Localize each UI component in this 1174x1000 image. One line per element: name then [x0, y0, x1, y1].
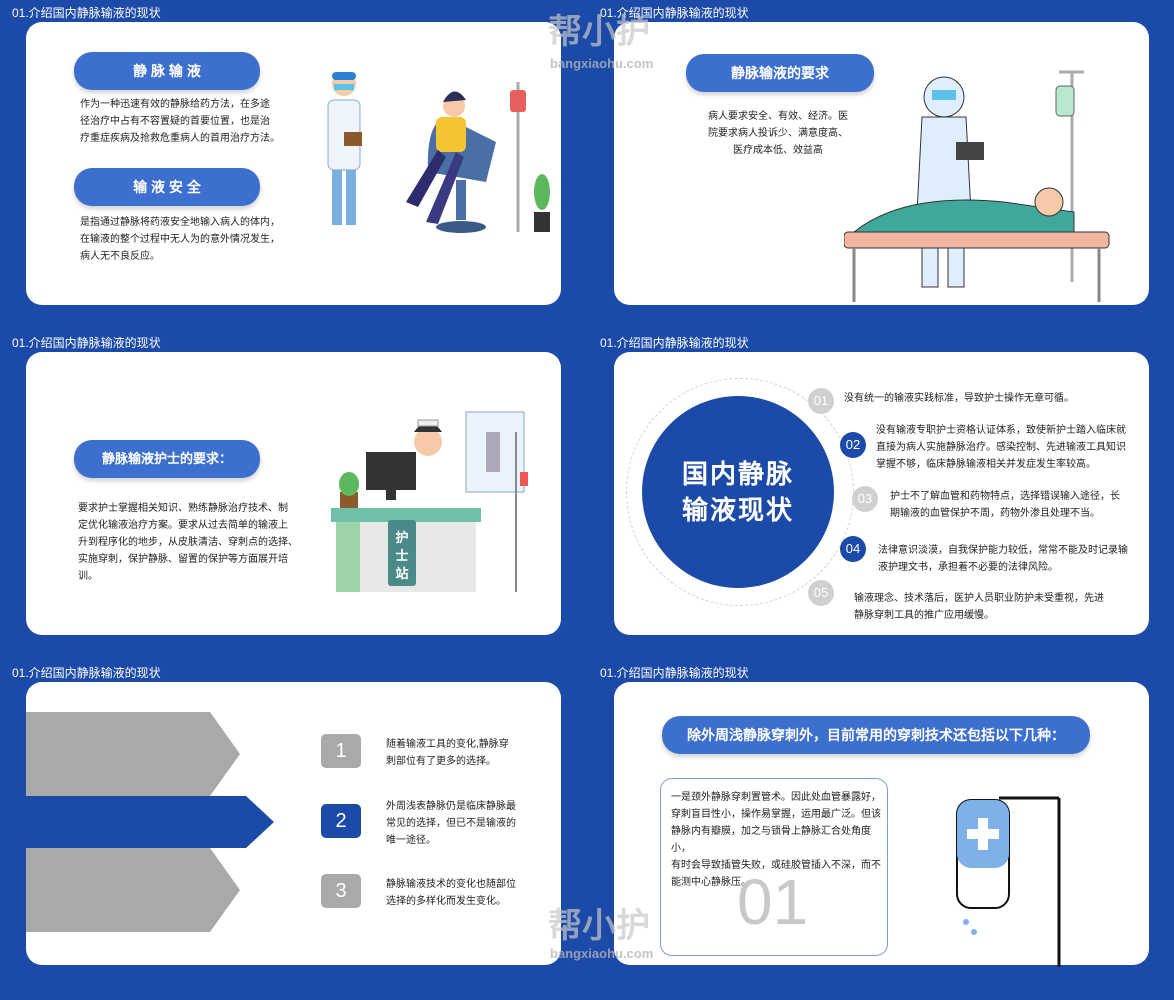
trend-item: 静脉输液技术的变化也随部位选择的多样化而发生变化。: [386, 879, 516, 907]
status-circle: 国内静脉 输液现状: [642, 396, 834, 588]
item-number: 05: [808, 580, 834, 606]
watermark-top: 帮小护: [548, 13, 650, 51]
status-item: 没有统一的输液实践标准，导致护士操作无章可循。: [844, 393, 1074, 404]
item-number: 1: [321, 734, 361, 768]
slide-card: 除外周浅静脉穿刺外，目前常用的穿刺技术还包括以下几种： 一是颈外静脉穿刺置管术。…: [614, 682, 1149, 967]
status-item: 护士不了解血管和药物特点，选择错误输入途径，长期输液的血管保护不周，药物外渗且处…: [890, 491, 1120, 519]
status-item: 法律意识淡漠，自我保护能力较低，常常不能及时记录输液护理文书，承担着不必要的法律…: [878, 545, 1128, 573]
watermark-top-url: bangxiaohu.com: [550, 56, 654, 71]
slide-title: 01.介绍国内静脉输液的现状: [12, 6, 161, 20]
requirements-pill: 静脉输液的要求: [686, 54, 874, 92]
slide-card: 1 随着输液工具的变化,静脉穿刺部位有了更多的选择。 2 外周浅表静脉仍是临床静…: [26, 682, 561, 965]
item-number: 02: [840, 432, 866, 458]
big-number: 01: [737, 866, 809, 938]
nurse-station-illustration: 护士站: [331, 411, 528, 592]
trend-item: 外周浅表静脉仍是临床静脉最常见的选择，但已不是输液的唯一途径。: [386, 801, 516, 846]
slide-card: 静 脉 输 液 作为一种迅速有效的静脉给药方法，在多途径治疗中占有不容置疑的首要…: [26, 22, 561, 305]
doctor-patient-illustration: [327, 72, 550, 233]
infusion-text: 作为一种迅速有效的静脉给药方法，在多途径治疗中占有不容置疑的首要位置，也是治疗重…: [80, 99, 280, 144]
slide-4[interactable]: 01.介绍国内静脉输液的现状 国内静脉 输液现状 01 没有统一的输液实践标准，…: [588, 330, 1174, 658]
slide-2[interactable]: 01.介绍国内静脉输液的现状 静脉输液的要求 病人要求安全、有效、经济。医院要求…: [588, 0, 1174, 328]
slide-title: 01.介绍国内静脉输液的现状: [600, 666, 749, 680]
item-number: 3: [321, 874, 361, 908]
status-item: 没有输液专职护士资格认证体系，致使新护士踏入临床就直接为病人实施静脉治疗。感染控…: [876, 425, 1126, 470]
slide-1[interactable]: 01.介绍国内静脉输液的现状 静 脉 输 液 作为一种迅速有效的静脉给药方法，在…: [0, 0, 586, 328]
technique-text: 一是颈外静脉穿刺置管术。因此处血管暴露好，穿刺盲目性小，操作易掌握，运用最广泛。…: [671, 792, 881, 888]
slide-card: 国内静脉 输液现状 01 没有统一的输液实践标准，导致护士操作无章可循。 02 …: [614, 352, 1149, 635]
slide-card: 静脉输液护士的要求： 要求护士掌握相关知识、熟练静脉治疗技术、制定优化输液治疗方…: [26, 352, 561, 635]
watermark-bottom-url: bangxiaohu.com: [550, 946, 654, 961]
section-pill-infusion: 静 脉 输 液: [74, 52, 260, 90]
circle-title-line: 输液现状: [681, 495, 794, 525]
technique-box: 一是颈外静脉穿刺置管术。因此处血管暴露好，穿刺盲目性小，操作易掌握，运用最广泛。…: [660, 778, 888, 956]
nurse-station-label: 护士站: [395, 530, 408, 581]
requirements-text: 病人要求安全、有效、经济。医院要求病人投诉少、满意度高、医疗成本低、效益高: [708, 111, 848, 156]
section-pill-safety: 输 液 安 全: [74, 168, 260, 206]
status-item: 输液理念、技术落后，医护人员职业防护未受重视，先进静脉穿刺工具的推广应用缓慢。: [854, 593, 1104, 621]
trend-item: 随着输液工具的变化,静脉穿刺部位有了更多的选择。: [386, 739, 509, 767]
slide-6[interactable]: 01.介绍国内静脉输液的现状 除外周浅静脉穿刺外，目前常用的穿刺技术还包括以下几…: [588, 660, 1174, 988]
item-number: 01: [808, 388, 834, 414]
iv-bag-illustration: [956, 796, 1061, 967]
watermark-bottom: 帮小护: [548, 907, 650, 945]
slide-title: 01.介绍国内静脉输液的现状: [12, 336, 161, 350]
safety-text: 是指通过静脉将药液安全地输入病人的体内，在输液的整个过程中无人为的意外情况发生，…: [80, 217, 280, 262]
slide-3[interactable]: 01.介绍国内静脉输液的现状 静脉输液护士的要求： 要求护士掌握相关知识、熟练静…: [0, 330, 586, 658]
nurse-requirements-pill: 静脉输液护士的要求：: [74, 440, 260, 478]
slide-title: 01.介绍国内静脉输液的现状: [600, 336, 749, 350]
slide-card: 静脉输液的要求 病人要求安全、有效、经济。医院要求病人投诉少、满意度高、医疗成本…: [614, 22, 1149, 305]
item-number: 04: [840, 536, 866, 562]
item-number: 2: [321, 804, 361, 838]
slide-5[interactable]: 01.介绍国内静脉输液的现状 1 随着输液工具的变化,静脉穿刺部位有了更多的选择…: [0, 660, 586, 988]
circle-title-line: 国内静脉: [681, 459, 794, 489]
slide-title: 01.介绍国内静脉输液的现状: [12, 666, 161, 680]
chevron-arrows: [26, 712, 274, 932]
item-number: 03: [852, 486, 878, 512]
hospital-bed-illustration: [844, 70, 1110, 302]
slide-title: 01.介绍国内静脉输液的现状: [600, 6, 749, 20]
techniques-pill: 除外周浅静脉穿刺外，目前常用的穿刺技术还包括以下几种：: [662, 716, 1090, 754]
nurse-requirements-text: 要求护士掌握相关知识、熟练静脉治疗技术、制定优化输液治疗方案。要求从过去简单的输…: [78, 503, 298, 582]
